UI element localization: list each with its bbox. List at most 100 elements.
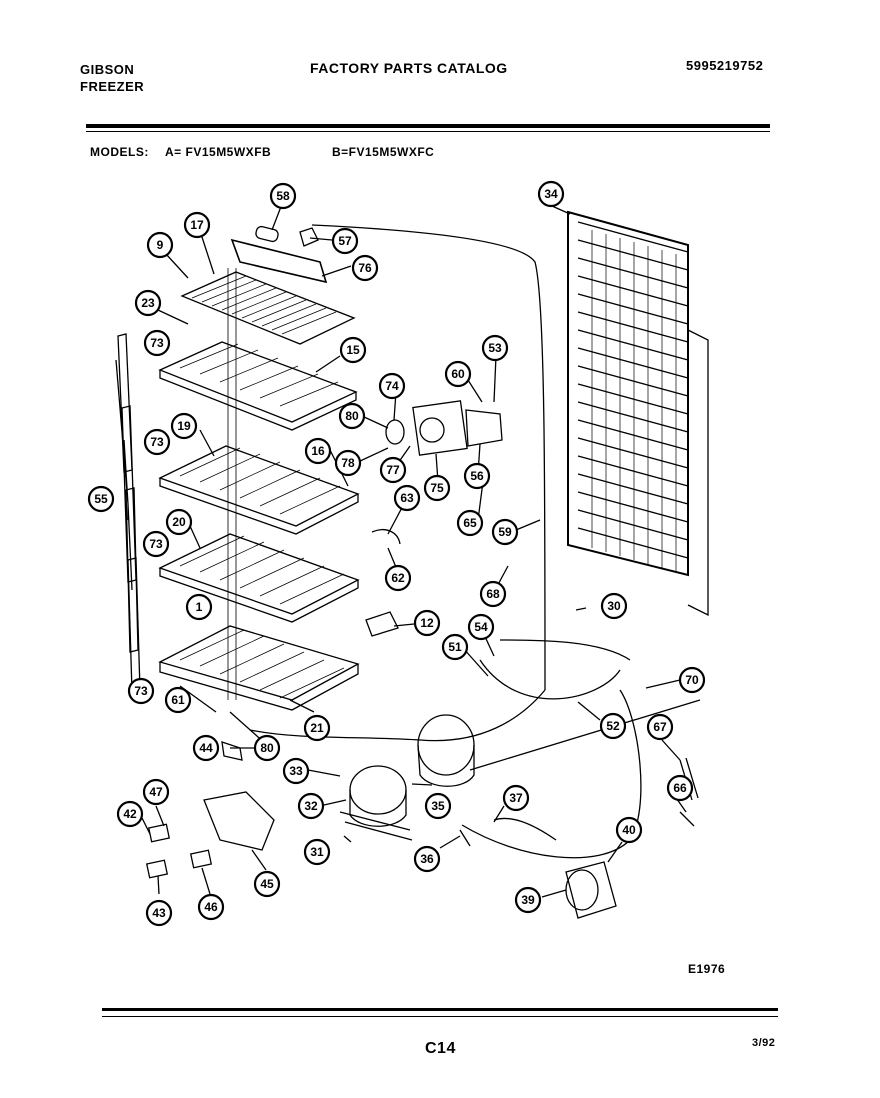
callout: 68	[479, 580, 507, 608]
callout-label: 74	[385, 379, 399, 393]
callout-label: 15	[346, 343, 360, 357]
catalog-part-number: 5995219752	[686, 58, 764, 73]
revision-date: 3/92	[752, 1037, 776, 1049]
callout-label: 20	[172, 515, 186, 529]
model-b: B=FV15M5WXFC	[332, 145, 435, 159]
callout: 39	[514, 886, 542, 914]
callout-label: 9	[157, 238, 164, 252]
callout: 75	[423, 474, 451, 502]
callout: 30	[600, 592, 628, 620]
callout-label: 73	[150, 435, 164, 449]
callout: 44	[192, 734, 220, 762]
callout: 67	[646, 713, 674, 741]
callout: 9	[146, 231, 174, 259]
callout-label: 31	[310, 845, 324, 859]
footer-rule-thin	[102, 1016, 778, 1017]
callout: 78	[334, 449, 362, 477]
callout-label: 80	[345, 409, 359, 423]
callout-label: 73	[150, 336, 164, 350]
evaporator-coil	[567, 210, 709, 617]
callout-label: 80	[260, 741, 274, 755]
header-rule-thin	[86, 131, 770, 132]
callout: 70	[678, 666, 706, 694]
callout: 73	[143, 428, 171, 456]
callout-label: 56	[470, 469, 484, 483]
callout: 55	[87, 485, 115, 513]
callout-label: 59	[498, 525, 512, 539]
callout-label: 19	[177, 419, 191, 433]
callout-label: 55	[94, 492, 108, 506]
callout: 34	[537, 180, 565, 208]
drawing-linework	[117, 210, 709, 919]
callout: 36	[413, 845, 441, 873]
callout: 52	[599, 712, 627, 740]
callout-label: 16	[311, 444, 325, 458]
compressor	[339, 714, 475, 841]
brand-name: GIBSON	[80, 62, 135, 77]
callout: 20	[165, 508, 193, 536]
callout: 40	[615, 816, 643, 844]
callout-label: 33	[289, 764, 303, 778]
light-housing	[230, 225, 328, 284]
callout-label: 73	[149, 537, 163, 551]
header-rule-thick	[86, 124, 770, 128]
callout-label: 46	[204, 900, 218, 914]
callout-label: 61	[171, 693, 185, 707]
callout: 59	[491, 518, 519, 546]
callout: 12	[413, 609, 441, 637]
cabinet-frame	[469, 639, 701, 771]
callout: 73	[142, 530, 170, 558]
callout: 43	[145, 899, 173, 927]
shelf-15	[158, 341, 358, 431]
callout: 80	[253, 734, 281, 762]
callout: 16	[304, 437, 332, 465]
callout-label: 21	[310, 721, 324, 735]
callout: 45	[253, 870, 281, 898]
callout: 80	[338, 402, 366, 430]
callout: 74	[378, 372, 406, 400]
callout: 15	[339, 336, 367, 364]
callout: 1	[185, 593, 213, 621]
callout-label: 66	[673, 781, 687, 795]
callout-label: 77	[386, 463, 400, 477]
callout-label: 68	[486, 587, 500, 601]
callout: 53	[481, 334, 509, 362]
callout-label: 62	[391, 571, 405, 585]
callout-label: 39	[521, 893, 535, 907]
tubing	[311, 224, 546, 691]
callout-label: 76	[358, 261, 372, 275]
callout-label: 57	[338, 234, 352, 248]
page-number: C14	[425, 1040, 456, 1057]
callout-label: 35	[431, 799, 445, 813]
callout-label: 63	[400, 491, 414, 505]
callout: 58	[269, 182, 297, 210]
control-assembly	[385, 400, 503, 456]
callout: 35	[424, 792, 452, 820]
model-a: A= FV15M5WXFB	[165, 145, 272, 159]
tubing	[249, 689, 546, 742]
drawing-code: E1976	[688, 962, 726, 976]
callout-label: 53	[488, 341, 502, 355]
callout-label: 73	[134, 684, 148, 698]
callout-label: 36	[420, 852, 434, 866]
callout-label: 65	[463, 516, 477, 530]
callout-label: 43	[152, 906, 166, 920]
shelf-19	[158, 445, 360, 535]
callout: 32	[297, 792, 325, 820]
callout-bubbles: 58 57 76 9 17 23 73 15 74 80 60 53 19 16…	[87, 180, 706, 927]
relay-overload	[145, 791, 275, 879]
callout: 51	[441, 633, 469, 661]
callout: 42	[116, 800, 144, 828]
callout-label: 44	[199, 741, 213, 755]
callout: 73	[127, 677, 155, 705]
callout-label: 40	[622, 823, 636, 837]
callout-label: 12	[420, 616, 434, 630]
callout-label: 34	[544, 187, 558, 201]
callout: 46	[197, 893, 225, 921]
leader-lines	[115, 203, 687, 898]
callout: 33	[282, 757, 310, 785]
callout: 62	[384, 564, 412, 592]
product-type: FREEZER	[80, 79, 145, 94]
